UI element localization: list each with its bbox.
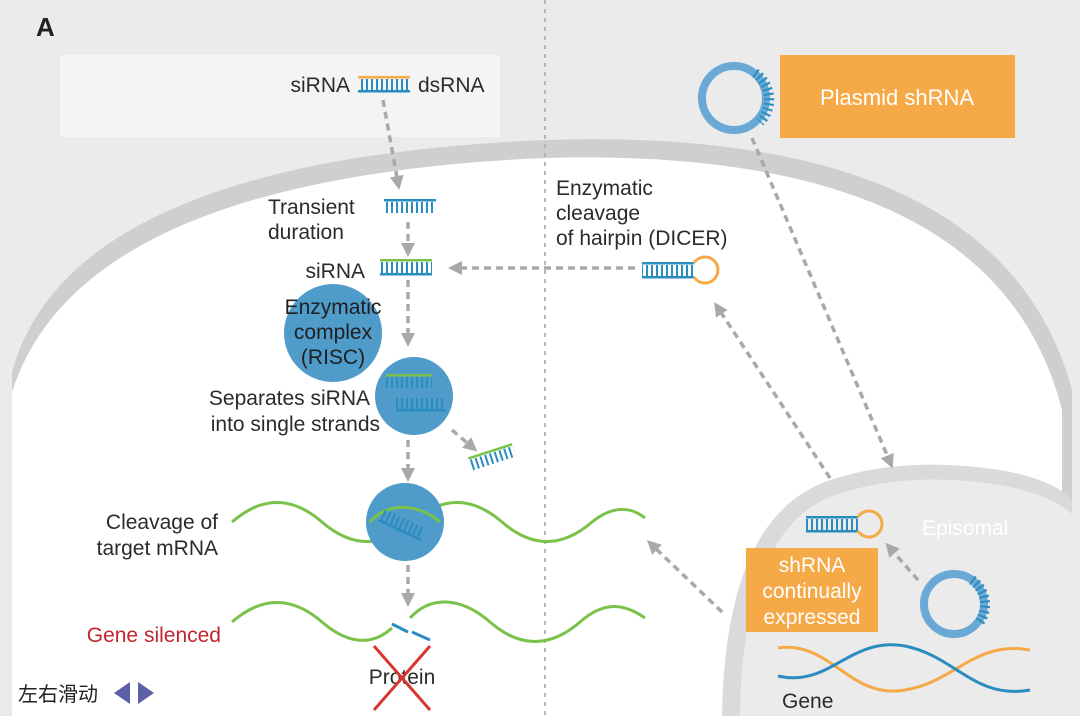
- episomal-plasmid-icon: [920, 570, 990, 638]
- sirna-top-label: siRNA: [290, 74, 350, 97]
- swipe-nav: 左右滑动: [18, 678, 154, 707]
- risc-label-line1: Enzymatic: [285, 296, 382, 319]
- risc-separation-circle: [375, 357, 453, 435]
- separates-label-line1: Separates siRNA: [209, 387, 370, 410]
- plasmid-shrna-label: Plasmid shRNA: [820, 85, 974, 110]
- risc-complex-circle: [284, 284, 382, 382]
- plasmid-shrna-box: [780, 55, 1015, 138]
- separated-strands-icon: [386, 374, 446, 412]
- sirna-mid-label: siRNA: [305, 260, 365, 283]
- cleaved-mrna-left: [231, 601, 394, 642]
- dicer-label-line2: cleavage: [556, 202, 640, 225]
- dicer-label-line1: Enzymatic: [556, 177, 653, 200]
- transient-label-line1: Transient: [268, 196, 355, 219]
- cut-fragment-2: [411, 630, 431, 642]
- flow-arrows: [381, 99, 920, 614]
- transient-duplex-icon: [384, 199, 436, 213]
- nuclear-hairpin-icon: [806, 509, 884, 539]
- cleavage-label-line2: target mRNA: [97, 537, 218, 560]
- triangle-right-icon[interactable]: [138, 681, 154, 704]
- gene-label: Gene: [782, 690, 833, 713]
- separates-label-line2: into single strands: [211, 413, 380, 436]
- target-mrna-strand: [231, 501, 646, 543]
- guide-strand-in-risc-icon: [378, 509, 426, 541]
- released-strand-icon: [467, 443, 517, 471]
- transient-label-line2: duration: [268, 221, 344, 244]
- shrna-expressed-box: [746, 548, 878, 632]
- episomal-label: Episomal: [922, 517, 1008, 540]
- risc-label-line2: complex: [294, 321, 373, 344]
- label-backdrop: [60, 55, 500, 137]
- gene-helix-orange: [777, 645, 1031, 693]
- triangle-left-icon[interactable]: [114, 681, 130, 704]
- shrna-expressed-line3: expressed: [764, 606, 861, 629]
- gene-silenced-label: Gene silenced: [87, 624, 221, 647]
- risc-label-line3: (RISC): [301, 346, 365, 369]
- dsrna-label: dsRNA: [418, 74, 485, 97]
- plasmid-icon: [698, 62, 775, 134]
- swipe-hint-label: 左右滑动: [18, 682, 98, 706]
- shrna-expressed-line2: continually: [762, 580, 862, 603]
- dsrna-duplex-icon: [358, 76, 410, 93]
- gene-helix-blue: [777, 643, 1031, 693]
- dicer-label-line3: of hairpin (DICER): [556, 227, 728, 250]
- sirna-duplex-icon: [380, 259, 432, 276]
- cleavage-label-line1: Cleavage of: [106, 511, 218, 534]
- cut-fragment-1: [391, 622, 409, 634]
- hairpin-shrna-icon: [642, 255, 720, 285]
- panel-label: A: [36, 12, 55, 42]
- shrna-expressed-line1: shRNA: [779, 554, 846, 577]
- mrna-in-risc: [368, 505, 441, 524]
- cross-icon: [372, 645, 432, 711]
- cleaved-mrna-right: [408, 600, 646, 643]
